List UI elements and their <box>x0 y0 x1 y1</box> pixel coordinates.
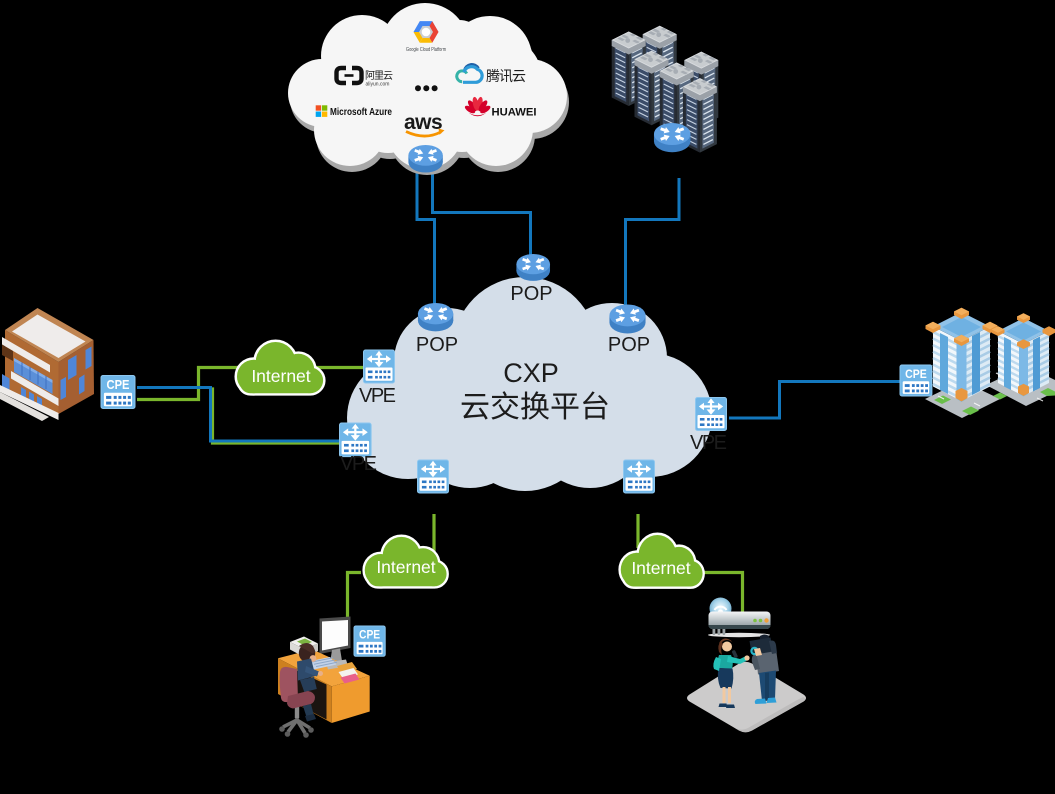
svg-text:POP: POP <box>510 283 552 305</box>
svg-text:VPE: VPE <box>690 432 727 454</box>
svg-text:HUAWEI: HUAWEI <box>492 107 537 119</box>
svg-text:aws: aws <box>404 111 442 134</box>
svg-text:阿里云: 阿里云 <box>365 70 393 82</box>
svg-text:CXP: CXP <box>503 358 559 388</box>
svg-text:VPE: VPE <box>340 453 377 475</box>
svg-text:VPE: VPE <box>359 385 396 407</box>
svg-text:Internet: Internet <box>631 558 690 578</box>
svg-text:aliyun.com: aliyun.com <box>366 82 390 88</box>
svg-text:腾讯云: 腾讯云 <box>486 68 526 84</box>
svg-text:Internet: Internet <box>376 557 435 577</box>
svg-text:Internet: Internet <box>251 366 310 386</box>
svg-text:POP: POP <box>416 334 458 356</box>
svg-text:云交换平台: 云交换平台 <box>460 391 610 424</box>
svg-text:Microsoft Azure: Microsoft Azure <box>330 107 392 118</box>
svg-text:POP: POP <box>608 334 650 356</box>
svg-text:Google Cloud Platform: Google Cloud Platform <box>406 47 446 53</box>
